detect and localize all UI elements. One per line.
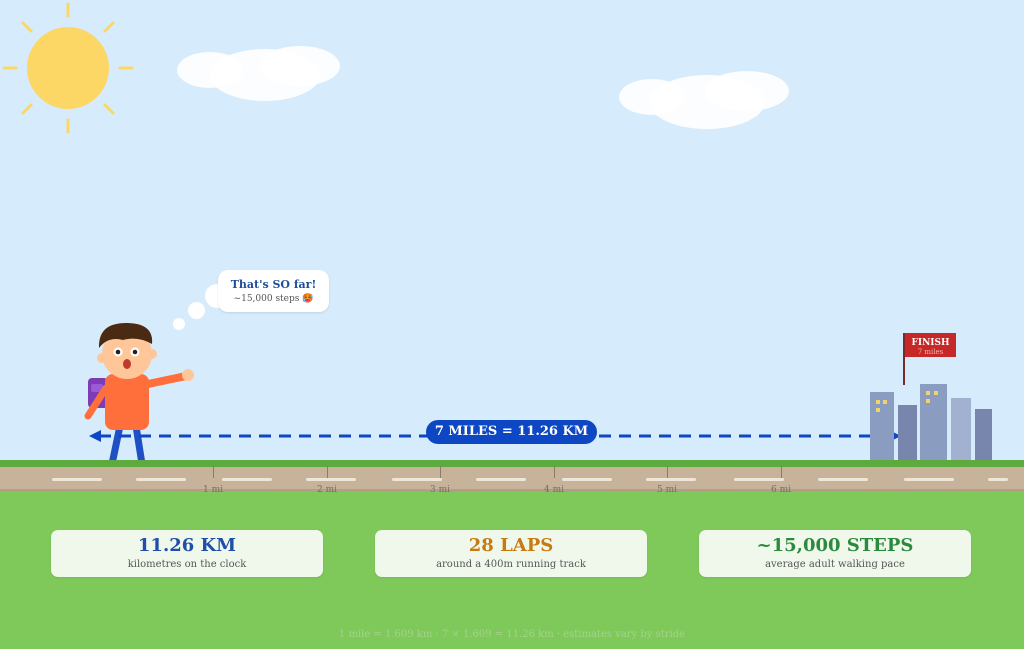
mile-marker-label: 4 mi <box>544 485 564 495</box>
road-dash <box>818 478 868 481</box>
road-dash <box>904 478 954 481</box>
mile-marker-label: 5 mi <box>657 485 677 495</box>
mile-tick <box>440 466 441 478</box>
road-dash <box>392 478 442 481</box>
sun-icon <box>2 2 134 134</box>
road-dash <box>306 478 356 481</box>
road-dash <box>222 478 272 481</box>
stat-card-value: 11.26 KM <box>137 535 237 556</box>
finish-flag: FINISH 7 miles <box>905 333 956 357</box>
grass-edge <box>0 460 1024 467</box>
mile-tick <box>327 466 328 478</box>
cloud-icon <box>177 46 340 101</box>
mile-marker-label: 2 mi <box>317 485 337 495</box>
mile-marker-label: 3 mi <box>430 485 450 495</box>
road-dash <box>476 478 526 481</box>
stat-card-steps: ~15,000 STEPS average adult walking pace <box>699 530 971 577</box>
mile-marker-label: 1 mi <box>203 485 223 495</box>
road-dash <box>734 478 784 481</box>
mile-tick <box>554 466 555 478</box>
stat-card-label: kilometres on the clock <box>127 559 247 570</box>
thought-bubble-subtitle: ~15,000 steps 🥵 <box>233 294 314 304</box>
hiker-character <box>84 323 194 473</box>
distance-banner: 7 MILES = 11.26 KM <box>426 420 597 444</box>
mile-tick <box>781 466 782 478</box>
stat-card-value: ~15,000 STEPS <box>756 535 914 556</box>
stat-card-km: 11.26 KM kilometres on the clock <box>51 530 323 577</box>
thought-bubble: That's SO far! ~15,000 steps 🥵 <box>218 270 329 312</box>
stat-card-label: average adult walking pace <box>765 559 905 570</box>
cloud-icon <box>619 71 789 129</box>
flag-pole <box>903 333 905 385</box>
road-dash <box>52 478 102 481</box>
stat-card-laps: 28 LAPS around a 400m running track <box>375 530 647 577</box>
road-edge <box>0 489 1024 492</box>
thought-dot <box>173 318 185 330</box>
mile-tick <box>213 466 214 478</box>
sky-background <box>0 0 1024 462</box>
finish-flag-title: FINISH <box>911 338 950 348</box>
footer-note: 1 mile = 1.609 km · 7 × 1.609 = 11.26 km… <box>338 629 686 640</box>
mile-tick <box>667 466 668 478</box>
road-dash <box>136 478 186 481</box>
road-dash <box>988 478 1008 481</box>
road-dash <box>562 478 612 481</box>
thought-dot <box>188 302 205 319</box>
stat-card-label: around a 400m running track <box>436 559 586 570</box>
stat-card-value: 28 LAPS <box>468 535 554 556</box>
thought-bubble-title: That's SO far! <box>230 278 317 291</box>
finish-flag-subtitle: 7 miles <box>917 348 944 356</box>
road-dash <box>646 478 696 481</box>
mile-marker-label: 6 mi <box>771 485 791 495</box>
